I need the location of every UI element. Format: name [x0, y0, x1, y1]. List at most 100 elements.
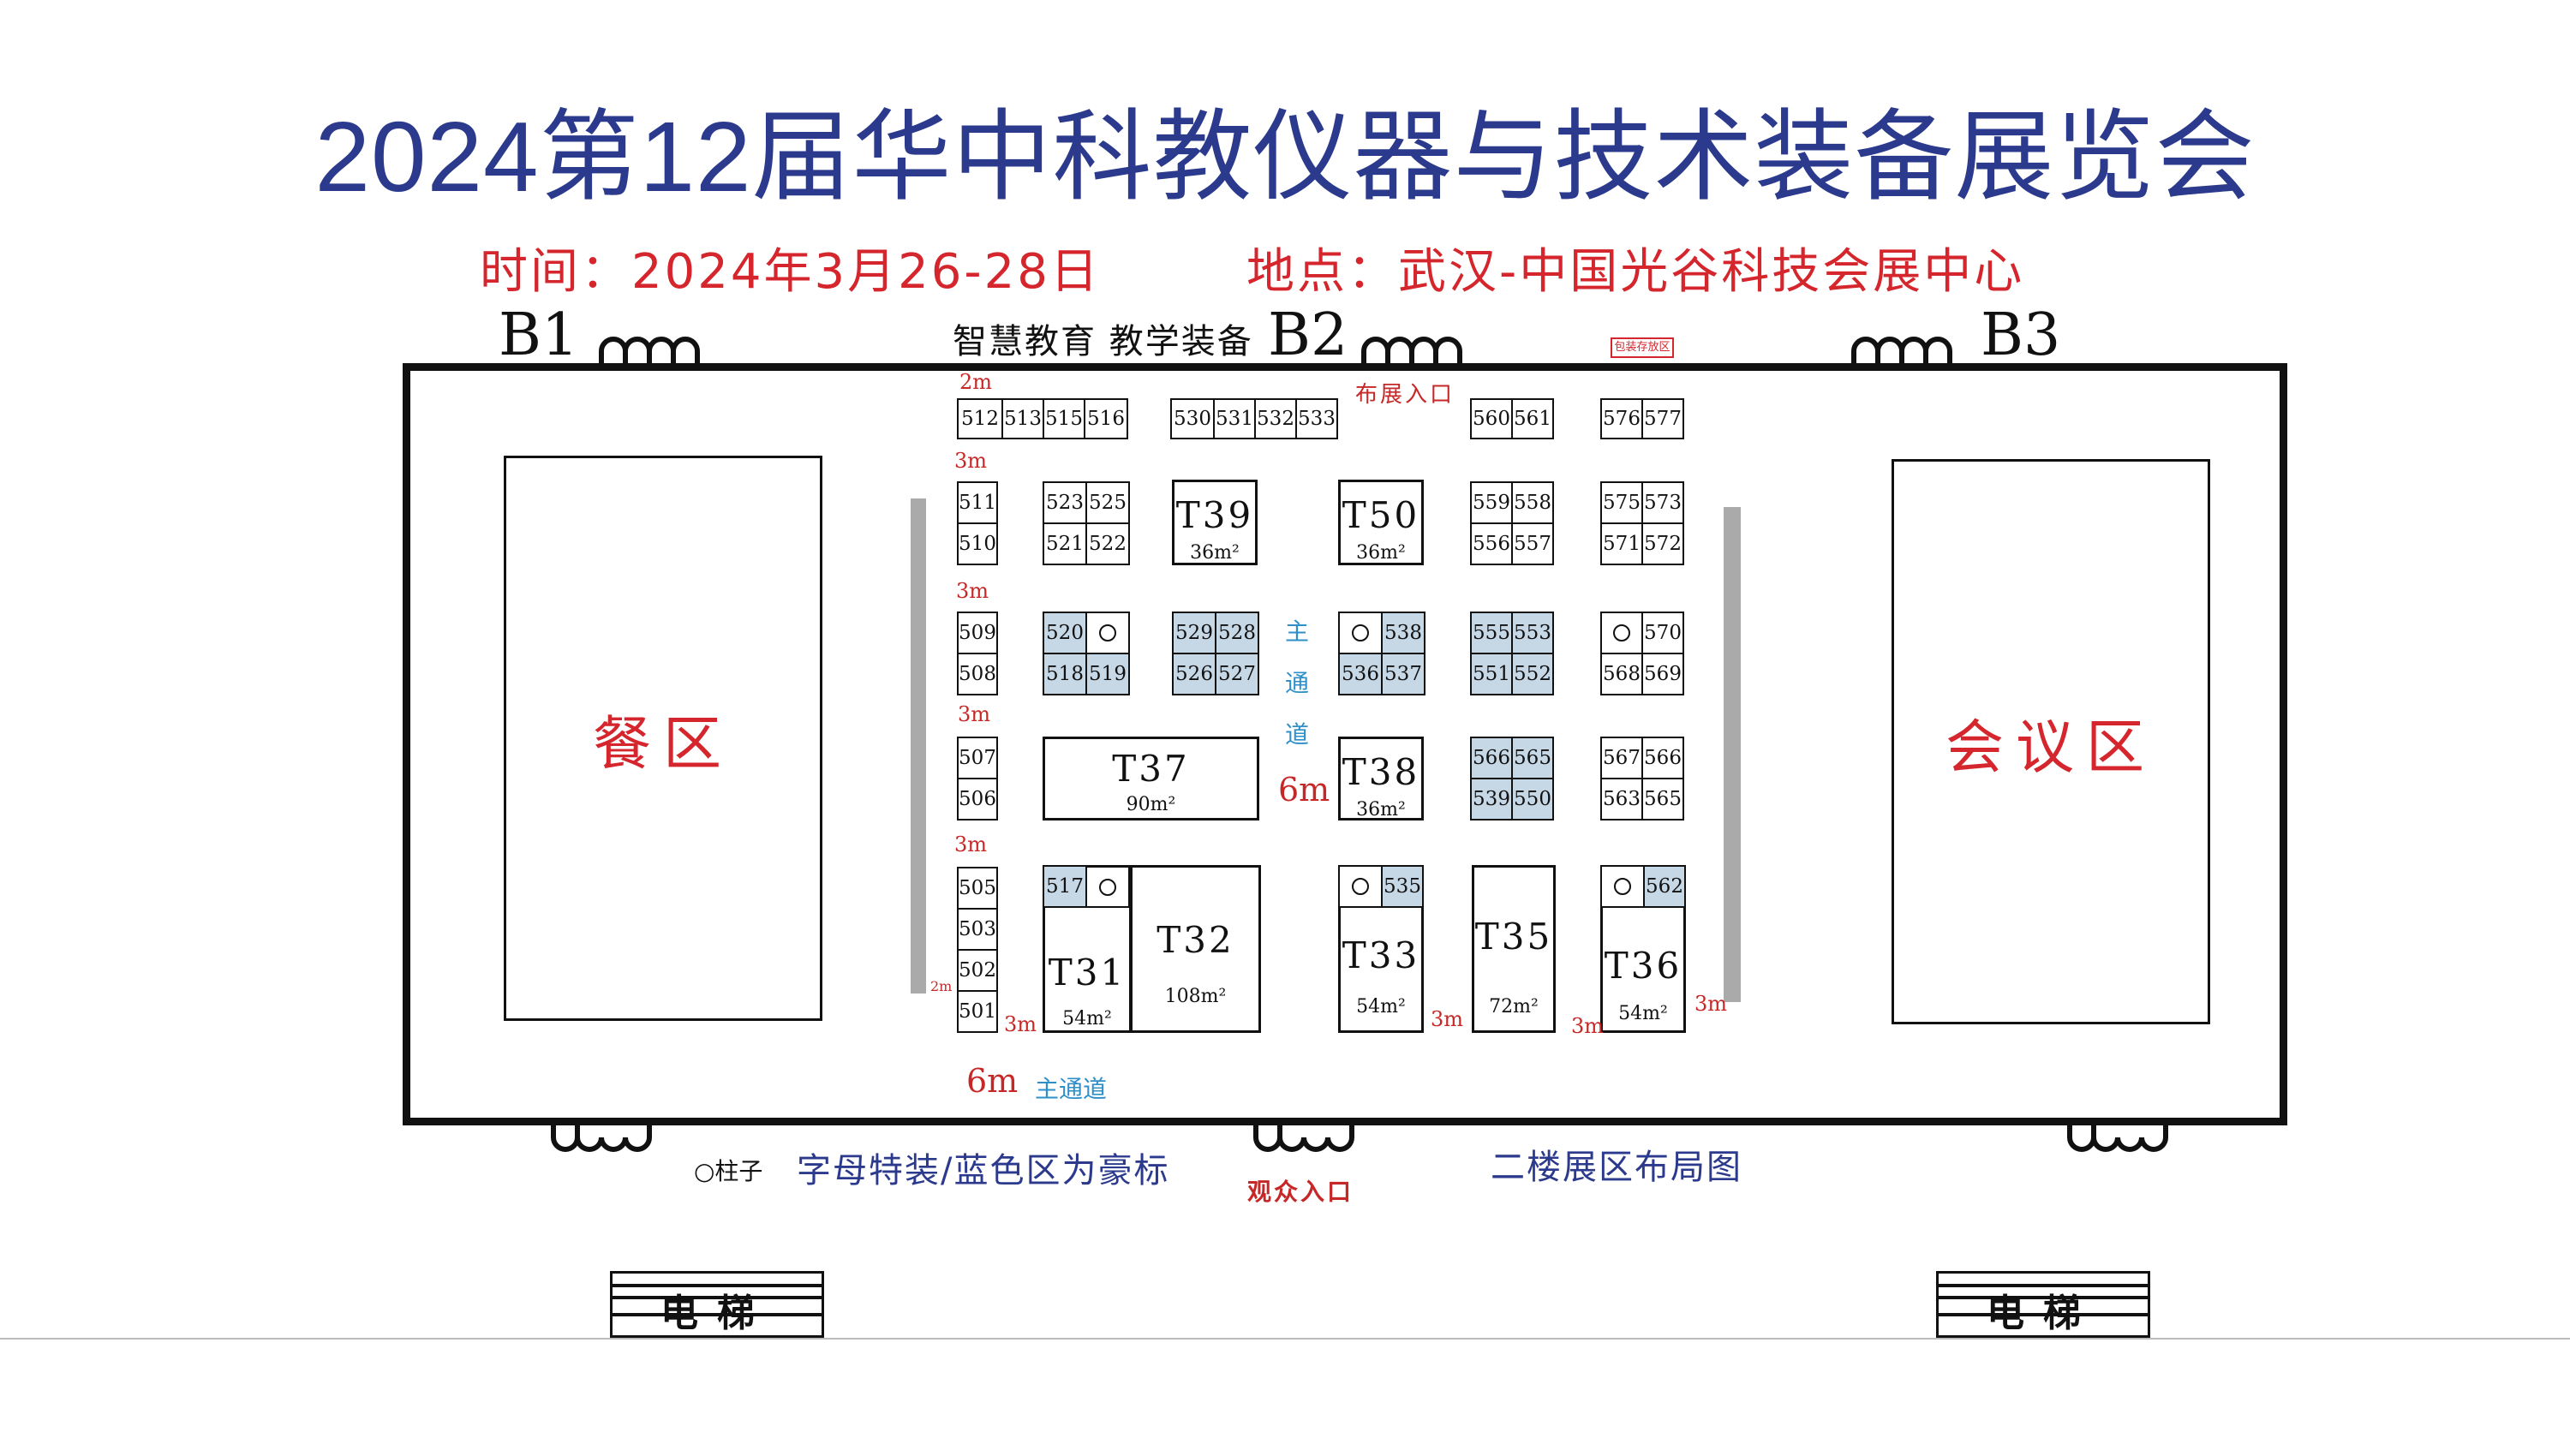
- dim-3m-1: 3m: [954, 449, 988, 473]
- booth-503[interactable]: 503: [957, 908, 998, 951]
- booth-518[interactable]: 518: [1043, 653, 1087, 695]
- booth-t32-code: T32: [1156, 919, 1234, 961]
- booth-562[interactable]: 562: [1643, 865, 1686, 908]
- dim-3m-4: 3m: [954, 832, 988, 856]
- booth-506[interactable]: 506: [957, 778, 998, 820]
- booth-552[interactable]: 552: [1511, 653, 1554, 695]
- booth-515[interactable]: 515: [1043, 398, 1085, 439]
- booth-558[interactable]: 558: [1511, 481, 1554, 524]
- elevator-left-label: 电梯: [660, 1292, 774, 1335]
- booth-569[interactable]: 569: [1641, 653, 1684, 695]
- booth-t36-area: 54m²: [1618, 1003, 1668, 1024]
- booth-501[interactable]: 501: [957, 990, 998, 1033]
- booth-512[interactable]: 512: [957, 398, 1003, 439]
- booth-t39[interactable]: T39 36m²: [1172, 480, 1258, 565]
- pillar-icon: [1352, 878, 1369, 895]
- booth-533[interactable]: 533: [1295, 398, 1338, 439]
- booth-566[interactable]: 566: [1470, 737, 1513, 779]
- booth-t35[interactable]: T35 72m²: [1472, 865, 1556, 1033]
- booth-565[interactable]: 565: [1511, 737, 1554, 779]
- booth-526[interactable]: 526: [1172, 653, 1216, 695]
- meeting-area: 会议区: [1892, 459, 2210, 1024]
- booth-535[interactable]: 535: [1381, 865, 1424, 908]
- booth-572[interactable]: 572: [1641, 522, 1684, 565]
- booth-538[interactable]: 538: [1381, 612, 1425, 654]
- dining-area: 餐区: [504, 456, 822, 1021]
- booth-575[interactable]: 575: [1600, 481, 1643, 524]
- booth-519[interactable]: 519: [1085, 653, 1130, 695]
- event-time: 时间：2024年3月26-28日: [480, 244, 1101, 300]
- dim-3m-3: 3m: [958, 702, 991, 726]
- booth-561[interactable]: 561: [1511, 398, 1554, 439]
- booth-555[interactable]: 555: [1470, 612, 1513, 654]
- booth-517[interactable]: 517: [1043, 865, 1087, 908]
- booth-568[interactable]: 568: [1600, 653, 1643, 695]
- door-bottom-center-icon: [1253, 1122, 1354, 1152]
- booth-t39-area: 36m²: [1190, 542, 1240, 564]
- booth-566-right[interactable]: 566: [1641, 737, 1684, 779]
- booth-522[interactable]: 522: [1085, 522, 1130, 565]
- booth-t37[interactable]: T37 90m²: [1043, 737, 1259, 820]
- booth-521[interactable]: 521: [1043, 522, 1087, 565]
- booth-556[interactable]: 556: [1470, 522, 1513, 565]
- dim-2m-top: 2m: [959, 370, 993, 394]
- booth-557[interactable]: 557: [1511, 522, 1554, 565]
- booth-507[interactable]: 507: [957, 737, 998, 779]
- booth-571[interactable]: 571: [1600, 522, 1643, 565]
- booth-528[interactable]: 528: [1215, 612, 1259, 654]
- booth-509[interactable]: 509: [957, 612, 998, 654]
- booth-531[interactable]: 531: [1213, 398, 1256, 439]
- booth-529[interactable]: 529: [1172, 612, 1216, 654]
- booth-525[interactable]: 525: [1085, 481, 1130, 524]
- booth-502[interactable]: 502: [957, 949, 998, 992]
- booth-t50-code: T50: [1342, 494, 1420, 536]
- door-bottom-left-icon: [551, 1122, 652, 1152]
- booth-t50[interactable]: T50 36m²: [1338, 480, 1424, 565]
- booth-513[interactable]: 513: [1001, 398, 1044, 439]
- booth-567[interactable]: 567: [1600, 737, 1643, 779]
- booth-539[interactable]: 539: [1470, 778, 1513, 820]
- booth-t35-area: 72m²: [1489, 996, 1539, 1017]
- exhibition-hall: [403, 363, 2287, 1125]
- booth-532[interactable]: 532: [1254, 398, 1297, 439]
- pillar-icon: [1613, 624, 1630, 641]
- booth-577[interactable]: 577: [1641, 398, 1684, 439]
- booth-560[interactable]: 560: [1470, 398, 1513, 439]
- main-aisle-char-2: 通: [1285, 669, 1310, 697]
- booth-511[interactable]: 511: [957, 481, 998, 524]
- booth-527[interactable]: 527: [1215, 653, 1259, 695]
- booth-t32[interactable]: T32 108m²: [1130, 865, 1261, 1033]
- booth-516[interactable]: 516: [1084, 398, 1128, 439]
- booth-508[interactable]: 508: [957, 653, 998, 695]
- booth-550[interactable]: 550: [1511, 778, 1554, 820]
- event-location: 地点：武汉-中国光谷科技会展中心: [1246, 244, 2025, 300]
- booth-520[interactable]: 520: [1043, 612, 1087, 654]
- booth-570[interactable]: 570: [1641, 612, 1684, 654]
- booth-523[interactable]: 523: [1043, 481, 1087, 524]
- booth-559[interactable]: 559: [1470, 481, 1513, 524]
- booth-t33-area: 54m²: [1356, 996, 1406, 1017]
- booth-537[interactable]: 537: [1381, 653, 1425, 695]
- booth-505[interactable]: 505: [957, 867, 998, 910]
- booth-510[interactable]: 510: [957, 522, 998, 565]
- booth-563[interactable]: 563: [1600, 778, 1643, 820]
- booth-576[interactable]: 576: [1600, 398, 1643, 439]
- booth-536[interactable]: 536: [1338, 653, 1383, 695]
- booth-551[interactable]: 551: [1470, 653, 1513, 695]
- booth-553[interactable]: 553: [1511, 612, 1554, 654]
- booth-pillar-cell-520: [1085, 612, 1130, 654]
- pillar-icon: [1099, 624, 1116, 641]
- booth-573[interactable]: 573: [1641, 481, 1684, 524]
- gate-b2-label: B2: [1268, 301, 1348, 369]
- dim-3m-bottom-2: 3m: [1431, 1007, 1464, 1031]
- door-b1-icon: [599, 337, 700, 363]
- booth-565-right[interactable]: 565: [1641, 778, 1684, 820]
- elevator-left: 电梯: [610, 1271, 824, 1338]
- pillar-icon: [1352, 624, 1369, 641]
- booth-pillar-cell-538: [1338, 612, 1383, 654]
- booth-t38[interactable]: T38 36m²: [1338, 737, 1424, 820]
- booth-pillar-cell-517: [1085, 865, 1130, 908]
- main-aisle-char-1: 主: [1285, 618, 1310, 646]
- gate-b3-label: B3: [1981, 301, 2061, 369]
- booth-530[interactable]: 530: [1170, 398, 1215, 439]
